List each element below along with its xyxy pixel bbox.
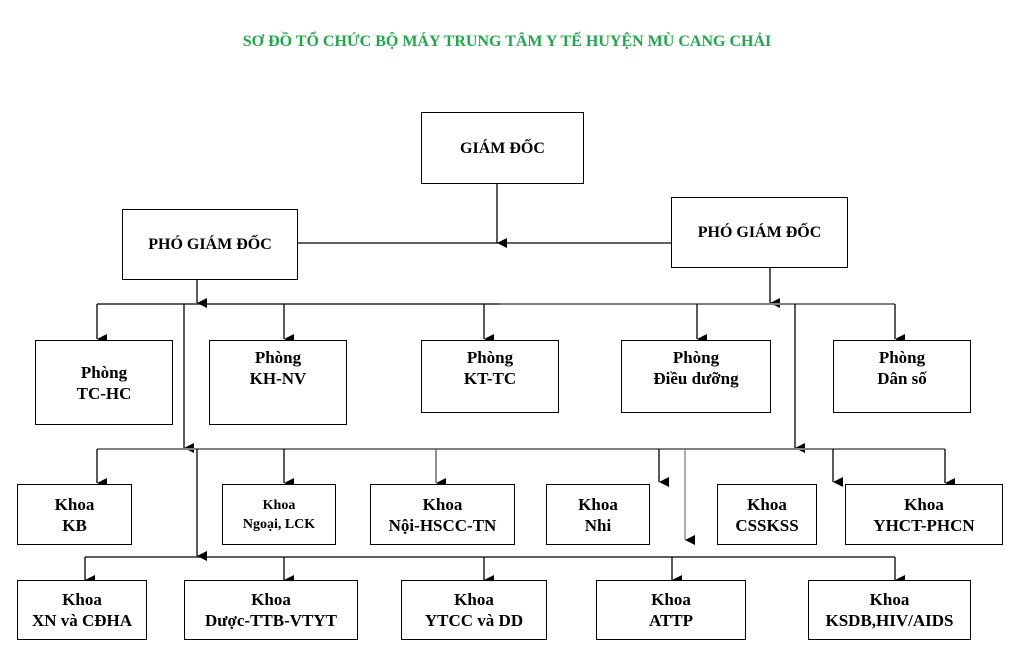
khoa-line1: Khoa: [62, 590, 102, 609]
khoa-noi-hscc-tn: Khoa Nội-HSCC-TN: [370, 484, 515, 545]
office-line1: Phòng: [254, 348, 302, 367]
khoa-line1: Khoa: [869, 590, 910, 609]
khoa-line1: Khoa: [651, 590, 691, 609]
khoa-line2: CSSKSS: [735, 515, 799, 535]
office-line1: Phòng: [80, 362, 128, 382]
vice-director-right-label: PHÓ GIÁM ĐỐC: [697, 224, 822, 241]
office-tc-hc: Phòng TC-HC: [35, 340, 173, 425]
khoa-line2: Nội-HSCC-TN: [388, 515, 497, 535]
khoa-xn-cdha: Khoa XN và CĐHA: [17, 580, 147, 640]
office-line2: TC-HC: [76, 383, 132, 403]
khoa-line1: Khoa: [578, 494, 618, 514]
office-kh-nv: Phòng KH-NV: [209, 340, 347, 425]
office-dieu-duong: Phòng Điều dưỡng: [621, 340, 771, 413]
khoa-line1: Khoa: [747, 494, 787, 514]
khoa-line2: ATTP: [648, 611, 694, 630]
khoa-ksdb-hiv-aids: Khoa KSDB,HIV/AIDS: [808, 580, 971, 640]
khoa-line2: Dược-TTB-VTYT: [204, 611, 337, 630]
office-kt-tc: Phòng KT-TC: [421, 340, 559, 413]
office-dan-so: Phòng Dân số: [833, 340, 971, 413]
khoa-yhct-phcn: Khoa YHCT-PHCN: [845, 484, 1003, 545]
khoa-line2: KB: [62, 515, 87, 535]
khoa-line1: Khoa: [454, 590, 494, 609]
khoa-duoc-ttb-vtyt: Khoa Dược-TTB-VTYT: [184, 580, 358, 640]
khoa-line1: Khoa: [262, 497, 296, 513]
khoa-line2: KSDB,HIV/AIDS: [825, 611, 954, 630]
khoa-nhi: Khoa Nhi: [546, 484, 650, 545]
vice-director-left-label: PHÓ GIÁM ĐỐC: [148, 236, 272, 253]
khoa-ngoai-lck: Khoa Ngoại, LCK: [222, 484, 336, 545]
office-line2: KT-TC: [463, 369, 517, 388]
director-label: GIÁM ĐỐC: [460, 139, 545, 157]
chart-title: SƠ ĐỒ TỔ CHỨC BỘ MÁY TRUNG TÂM Y TẾ HUYỆ…: [242, 33, 772, 50]
khoa-line2: XN và CĐHA: [31, 611, 133, 630]
khoa-line2: Nhi: [584, 515, 612, 535]
vice-director-right-box: PHÓ GIÁM ĐỐC: [671, 197, 848, 268]
office-line2: Dân số: [877, 369, 927, 388]
office-line1: Phòng: [878, 348, 926, 367]
khoa-line2: Ngoại, LCK: [242, 516, 316, 532]
khoa-csskss: Khoa CSSKSS: [717, 484, 817, 545]
office-line2: Điều dưỡng: [653, 369, 739, 388]
vice-director-left-box: PHÓ GIÁM ĐỐC: [122, 209, 298, 280]
khoa-ytcc-dd: Khoa YTCC và DD: [401, 580, 547, 640]
director-box: GIÁM ĐỐC: [421, 112, 584, 184]
khoa-line2: YTCC và DD: [424, 611, 524, 630]
khoa-line1: Khoa: [251, 590, 291, 609]
office-line1: Phòng: [672, 348, 720, 367]
office-line1: Phòng: [466, 348, 514, 367]
khoa-line1: Khoa: [54, 494, 95, 514]
khoa-kb: Khoa KB: [17, 484, 132, 545]
khoa-line1: Khoa: [422, 494, 463, 514]
khoa-line1: Khoa: [904, 494, 944, 514]
khoa-line2: YHCT-PHCN: [873, 515, 975, 535]
khoa-attp: Khoa ATTP: [596, 580, 746, 640]
office-line2: KH-NV: [249, 369, 307, 388]
